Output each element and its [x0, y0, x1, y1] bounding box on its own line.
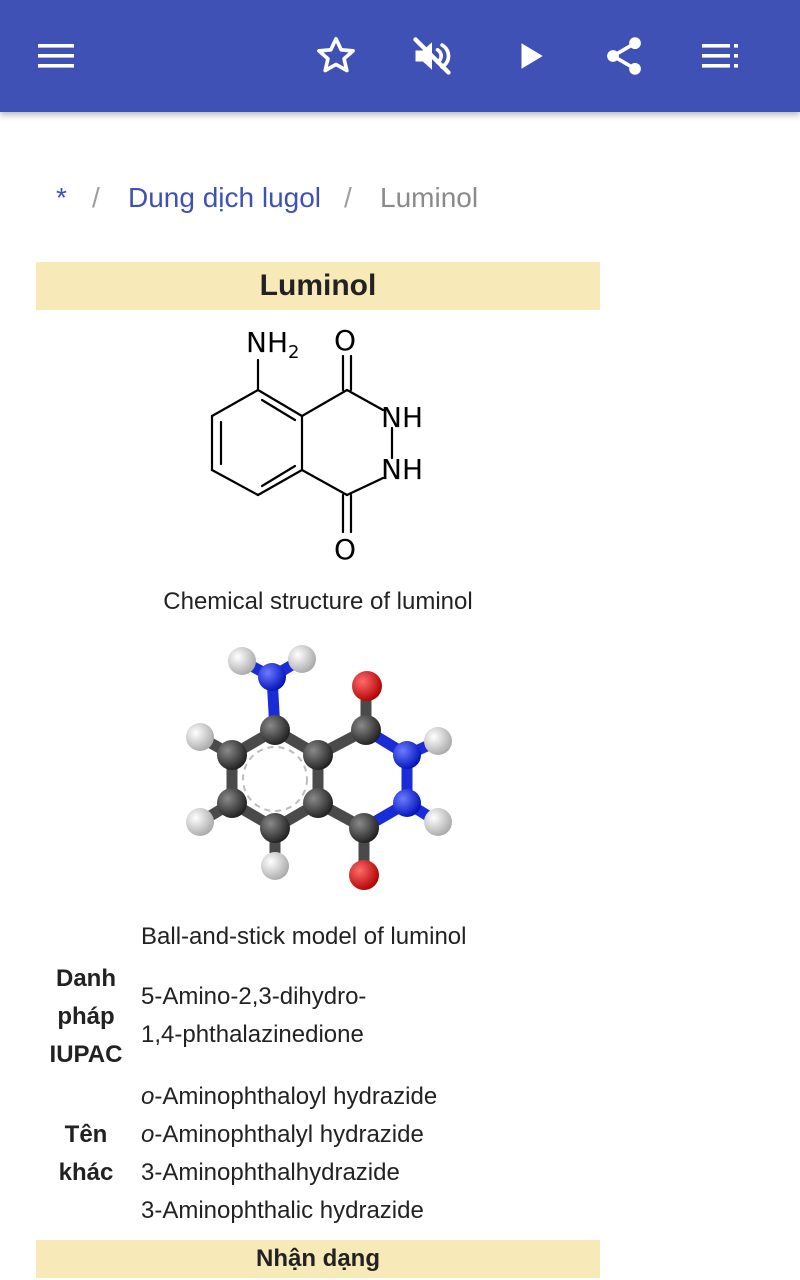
- other-names-label: Tên khác: [36, 1116, 136, 1192]
- model-caption: Ball-and-stick model of luminol: [141, 923, 467, 950]
- value-line: 3-Aminophthalic hydrazide: [141, 1192, 437, 1230]
- italic-prefix: o: [141, 1083, 155, 1110]
- ball-and-stick-model-image[interactable]: [36, 630, 600, 900]
- breadcrumb-parent-link[interactable]: Dung dịch lugol: [128, 182, 322, 213]
- italic-prefix: o: [141, 1121, 155, 1148]
- volume-off-icon[interactable]: [402, 26, 462, 86]
- nh-label: NH: [381, 401, 423, 434]
- label-line: pháp: [57, 1003, 115, 1030]
- chemical-infobox: Luminol: [36, 262, 600, 1278]
- label-line: khác: [58, 1159, 114, 1186]
- iupac-label: Danh pháp IUPAC: [36, 960, 136, 1074]
- play-icon[interactable]: [500, 26, 560, 86]
- chemical-structure-image[interactable]: NH2 O NH NH O: [36, 310, 600, 572]
- value-text: 3-Aminophthalic hydrazide: [141, 1197, 424, 1224]
- iupac-value: 5-Amino-2,3-dihydro- 1,4-phthalazinedion…: [141, 978, 366, 1054]
- svg-text:NH2: NH2: [246, 326, 299, 363]
- other-names-value: o-Aminophthaloyl hydrazide o-Aminophthal…: [141, 1078, 437, 1230]
- value-line: o-Aminophthaloyl hydrazide: [141, 1078, 437, 1116]
- label-line: IUPAC: [49, 1041, 123, 1068]
- share-icon[interactable]: [594, 26, 654, 86]
- identifiers-section-header: Nhận dạng: [36, 1240, 600, 1278]
- infobox-title: Luminol: [36, 262, 600, 310]
- menu-icon[interactable]: [26, 26, 86, 86]
- label-line: Danh: [56, 965, 116, 992]
- oxygen-label: O: [334, 324, 356, 357]
- breadcrumb-home-link[interactable]: *: [56, 182, 67, 213]
- label-line: Tên: [64, 1121, 108, 1148]
- value-text: -Aminophthalyl hydrazide: [154, 1121, 424, 1148]
- value-line: 1,4-phthalazinedione: [141, 1021, 364, 1048]
- breadcrumb-separator: /: [344, 182, 352, 213]
- structure-caption: Chemical structure of luminol: [163, 588, 473, 615]
- value-text: 3-Aminophthalhydrazide: [141, 1159, 400, 1186]
- value-text: -Aminophthaloyl hydrazide: [154, 1083, 438, 1110]
- breadcrumb-current: Luminol: [380, 182, 479, 213]
- value-line: o-Aminophthalyl hydrazide: [141, 1116, 437, 1154]
- nh-label: NH: [381, 453, 423, 486]
- app-toolbar: [0, 0, 800, 112]
- list-icon[interactable]: [690, 26, 750, 86]
- amine-subscript: 2: [288, 342, 299, 363]
- breadcrumb-separator: /: [92, 182, 100, 213]
- value-line: 5-Amino-2,3-dihydro-: [141, 983, 367, 1010]
- star-outline-icon[interactable]: [306, 26, 366, 86]
- value-line: 3-Aminophthalhydrazide: [141, 1154, 437, 1192]
- amine-label: NH: [246, 326, 288, 359]
- oxygen-label: O: [334, 533, 356, 566]
